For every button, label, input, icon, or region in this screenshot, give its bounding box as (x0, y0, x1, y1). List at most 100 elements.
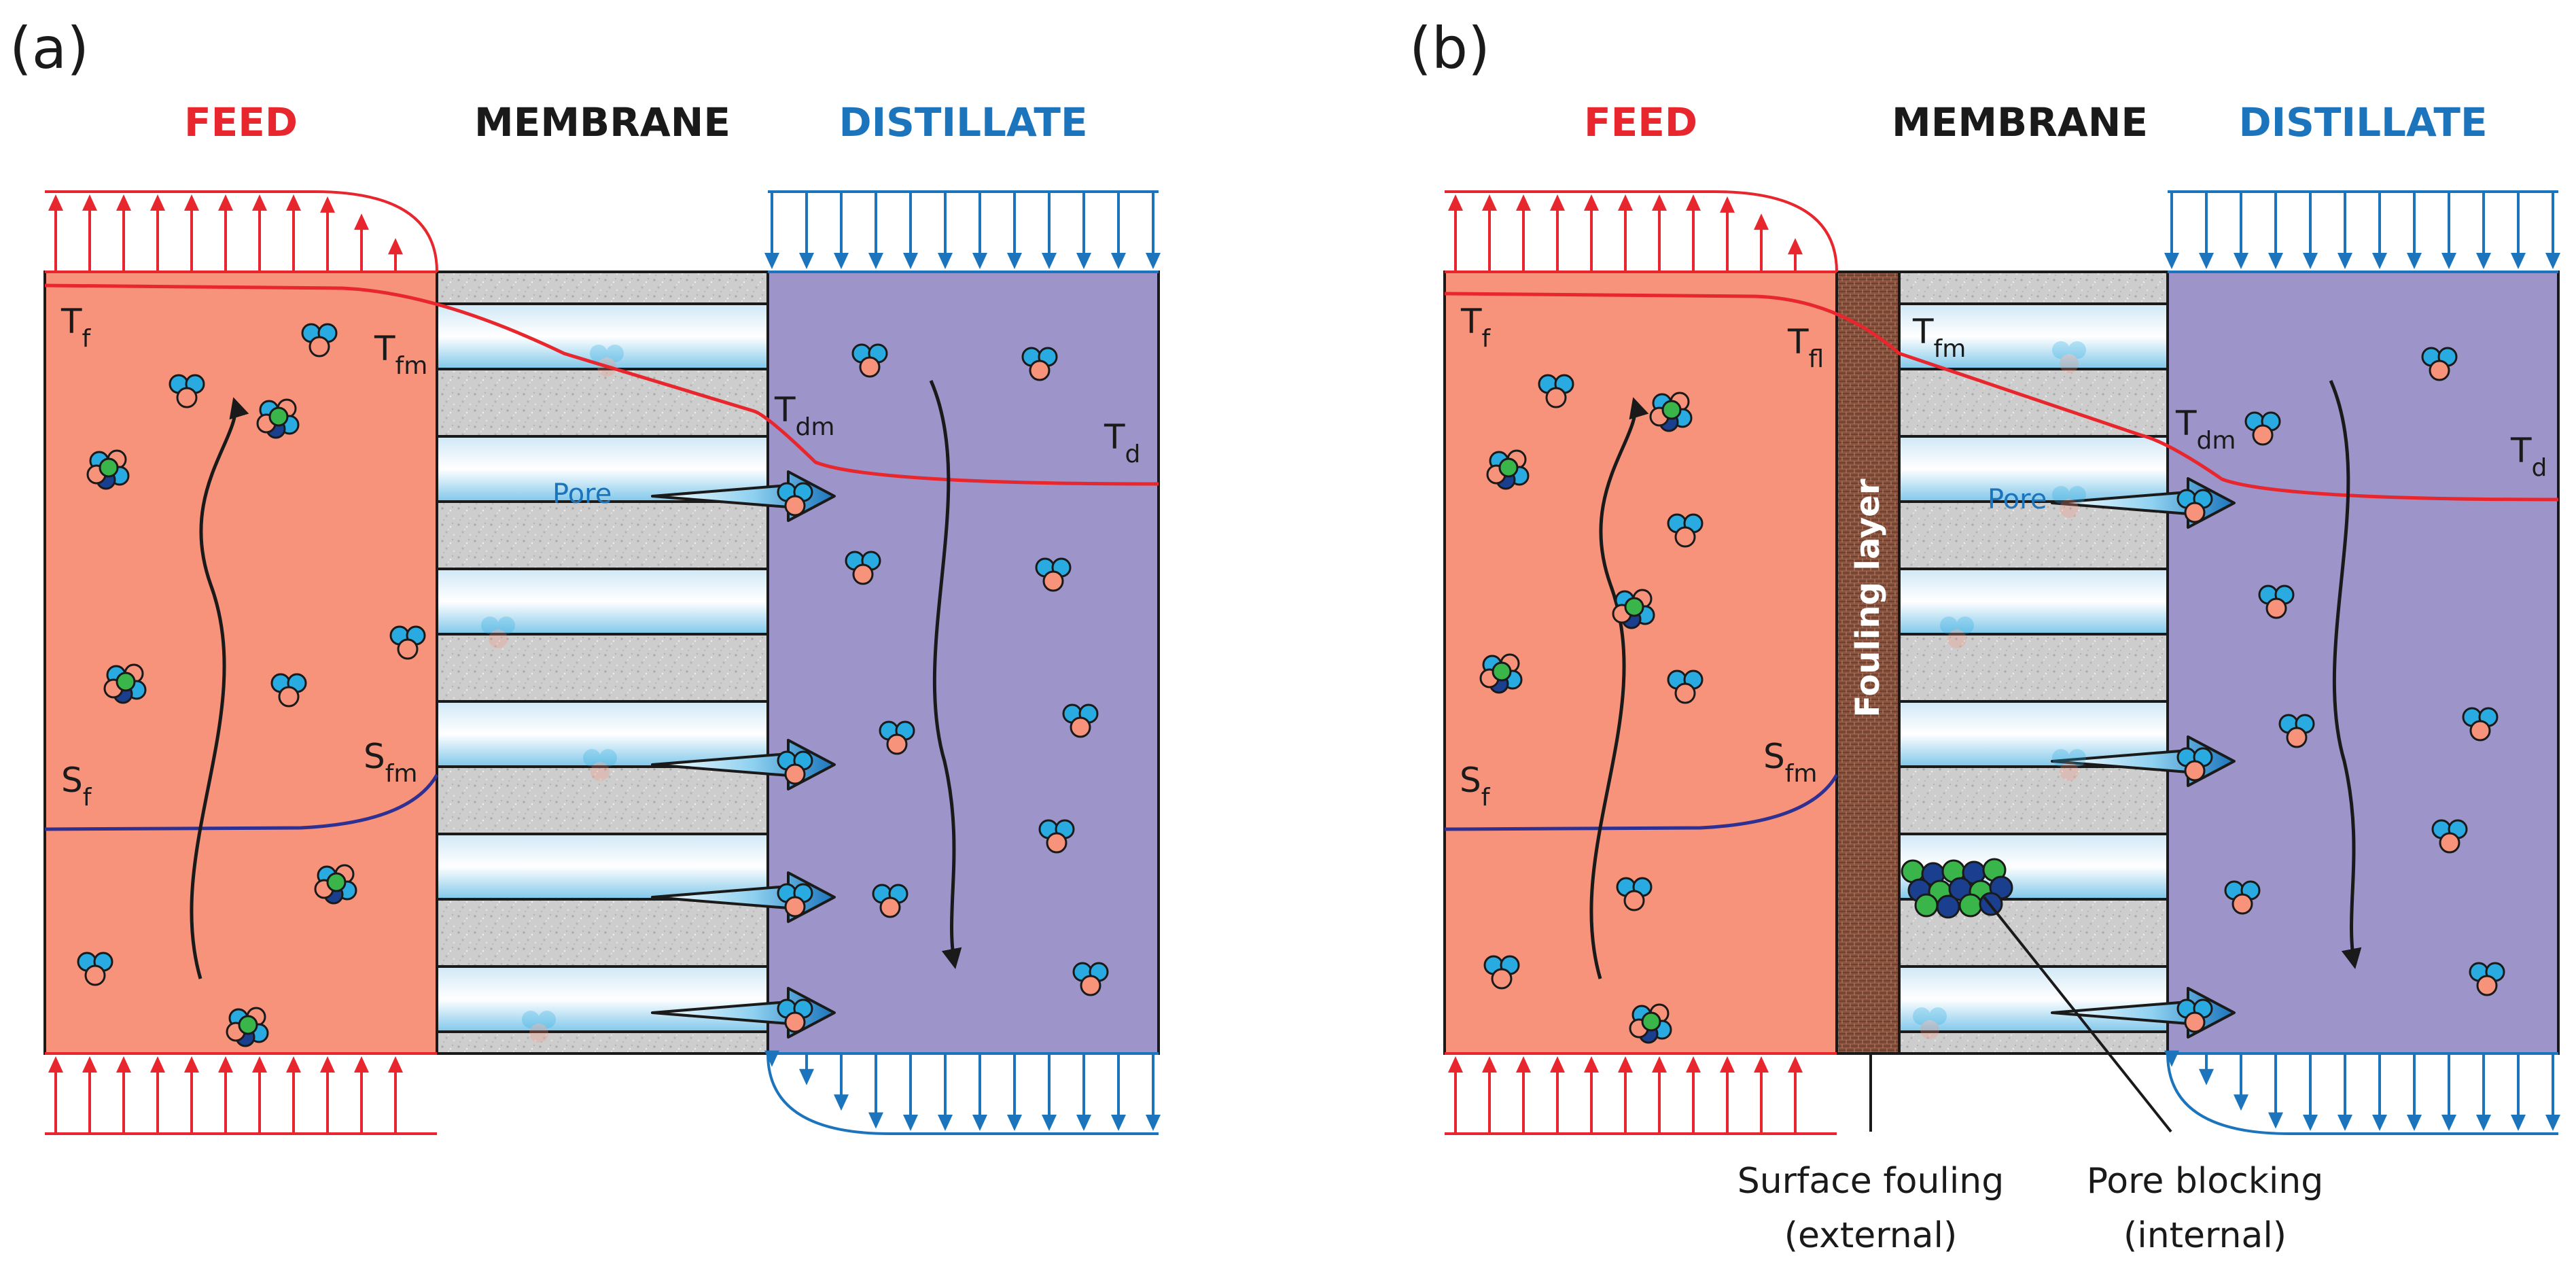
feed-inlet-velocity-profile (1445, 1052, 1837, 1135)
membrane-pore (1898, 302, 2169, 370)
salt-ion-cluster-icon (1649, 391, 1693, 432)
pore-blocking-label: Pore blocking (2087, 1161, 2323, 1202)
water-molecule-icon (389, 625, 426, 660)
water-molecule-icon (2176, 747, 2213, 782)
water-molecule-icon (583, 749, 617, 781)
water-molecule-icon (1667, 513, 1704, 548)
pore-blocking-leader (1983, 896, 2172, 1133)
water-molecule-icon (777, 750, 813, 785)
water-molecule-icon (1035, 557, 1072, 592)
water-molecule-icon (777, 883, 813, 918)
distillate-outlet-velocity-profile (2164, 1050, 2560, 1135)
water-molecule-icon (1667, 669, 1704, 704)
distillate-flow-arrow (2329, 380, 2362, 969)
water-molecule-icon (2244, 411, 2281, 446)
water-molecule-icon (2421, 347, 2458, 381)
feed-inlet-velocity-profile (45, 1052, 437, 1135)
distillate-channel (2166, 271, 2560, 1055)
water-molecule-icon (2052, 749, 2086, 781)
membrane-pore (436, 965, 769, 1033)
water-molecule-icon (2462, 707, 2499, 742)
salt-ion-cluster-icon (86, 449, 130, 490)
water-molecule-icon (2224, 880, 2261, 915)
surface-fouling-sublabel: (external) (1784, 1215, 1958, 1256)
distillate-channel (766, 271, 1160, 1055)
pore-blocking-sublabel: (internal) (2123, 1215, 2287, 1256)
feed-channel (43, 271, 438, 1055)
water-molecule-icon (777, 482, 813, 517)
water-molecule-icon (2052, 486, 2086, 518)
water-molecule-icon (2469, 962, 2505, 996)
salt-ion-cluster-icon (103, 663, 147, 704)
feed-header: FEED (184, 99, 298, 145)
water-molecule-icon (522, 1011, 556, 1043)
pore-label: Pore (1988, 484, 2047, 515)
surface-fouling-label: Surface fouling (1737, 1161, 2005, 1202)
water-molecule-icon (481, 616, 515, 648)
salt-ion-cluster-icon (1629, 1003, 1672, 1044)
membrane-pore (436, 302, 769, 370)
membrane-header: MEMBRANE (474, 99, 730, 145)
water-molecule-icon (2052, 341, 2086, 373)
feed-header: FEED (1584, 99, 1697, 145)
salt-ion-cluster-icon (1486, 449, 1530, 490)
water-molecule-icon (1021, 347, 1058, 381)
salt-ion-cluster-icon (1612, 589, 1655, 629)
water-molecule-icon (2278, 714, 2315, 748)
water-molecule-icon (872, 884, 908, 918)
membrane-body (1898, 271, 2169, 1055)
membrane-pore (436, 700, 769, 768)
water-molecule-icon (1072, 962, 1109, 996)
temperature-profile-line (44, 283, 1159, 486)
salt-ion-cluster-icon (314, 864, 357, 905)
pore-label: Pore (552, 478, 612, 510)
temperature-profile-line (1444, 292, 2559, 502)
salt-ion-cluster-icon (256, 398, 300, 439)
membrane-pore (1898, 965, 2169, 1033)
water-molecule-icon (1538, 374, 1574, 408)
panel-label: (b) (1409, 15, 1490, 82)
distillate-inlet-velocity-profile (764, 190, 1161, 273)
pore-blocking-cluster (1901, 858, 2013, 919)
water-molecule-icon (270, 673, 307, 708)
water-molecule-icon (1062, 703, 1099, 738)
water-molecule-icon (845, 551, 881, 585)
water-molecule-icon (777, 998, 813, 1033)
membrane-pore (1898, 568, 2169, 636)
membrane-pore (436, 833, 769, 901)
distillate-outlet-velocity-profile (764, 1050, 1161, 1135)
fouling-layer-label: Fouling layer (1849, 478, 1887, 717)
water-molecule-icon (851, 343, 888, 378)
water-molecule-icon (2176, 998, 2213, 1033)
water-molecule-icon (1616, 877, 1653, 911)
water-molecule-icon (169, 374, 205, 408)
membrane-body (436, 271, 769, 1055)
water-molecule-icon (77, 952, 113, 986)
feed-flow-arrow (190, 397, 249, 979)
salinity-profile-line (44, 773, 439, 831)
distillate-header: DISTILLATE (839, 99, 1087, 145)
salt-ion-cluster-icon (226, 1007, 269, 1047)
water-molecule-icon (1913, 1007, 1947, 1039)
membrane-pore (1898, 435, 2169, 503)
water-molecule-icon (1038, 819, 1075, 854)
water-molecule-icon (301, 323, 338, 358)
water-molecule-icon (2431, 819, 2468, 854)
panel-label: (a) (10, 15, 89, 82)
water-molecule-icon (2176, 489, 2213, 523)
water-molecule-icon (2258, 585, 2295, 619)
distillate-header: DISTILLATE (2238, 99, 2487, 145)
distillate-flow-arrow (929, 380, 962, 969)
water-molecule-icon (879, 720, 915, 755)
salinity-profile-line (1444, 773, 1839, 831)
feed-outlet-velocity-profile (1445, 190, 1838, 273)
fouling-layer (1835, 271, 1901, 1055)
water-molecule-icon (1940, 616, 1974, 648)
feed-outlet-velocity-profile (45, 190, 438, 273)
membrane-pore (436, 568, 769, 636)
salt-ion-cluster-icon (1479, 653, 1523, 694)
membrane-header: MEMBRANE (1892, 99, 2148, 145)
